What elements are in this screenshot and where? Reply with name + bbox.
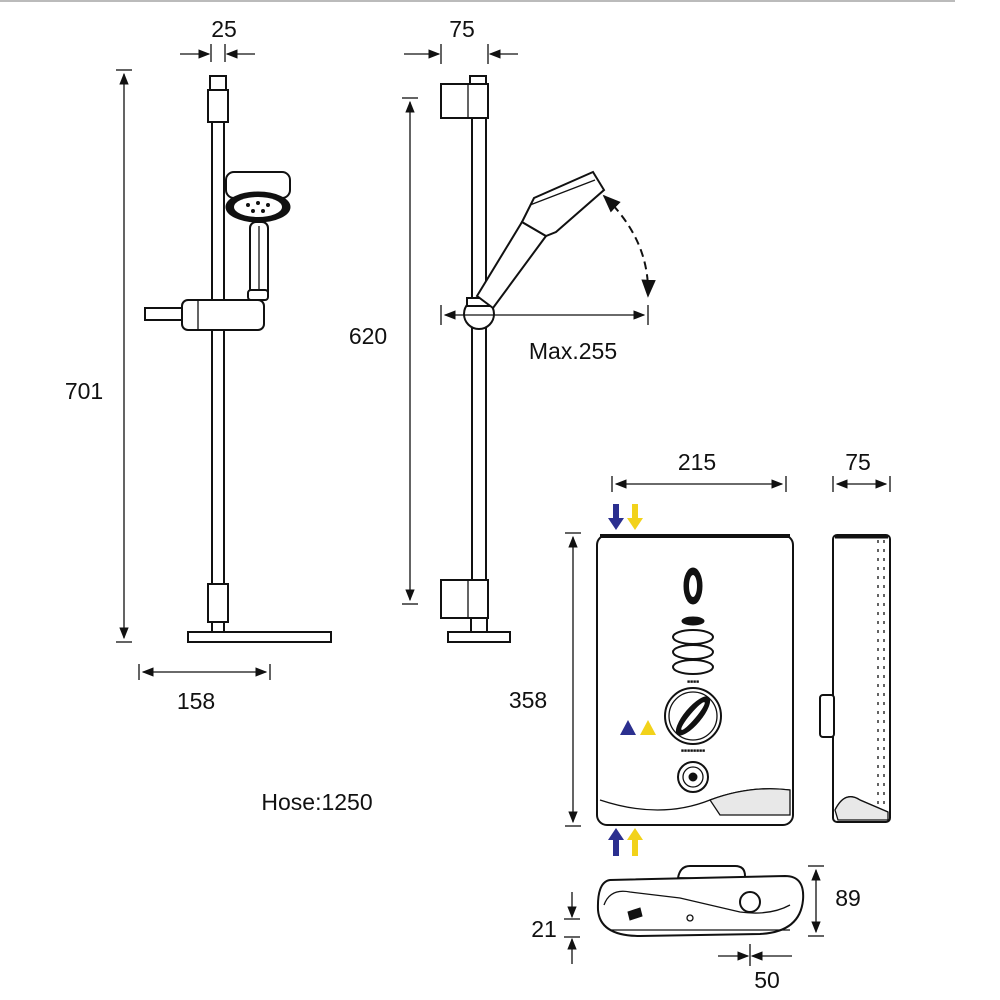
dim-bracket-span: 620 [349,97,418,605]
label-bracket-span: 620 [349,323,387,349]
label-bottom-inlet: 21 [531,916,557,942]
hot-up-arrow-icon [627,828,643,856]
dim-unit-width: 215 [611,449,787,492]
dim-bottom-depth: 89 [808,865,861,937]
shower-unit-front-view: ■■■■ ■■■■■■■■ [596,534,794,826]
swing-arc [602,194,656,298]
dim-rail-width: 25 [180,16,255,62]
cold-indicator-icon [620,720,636,735]
label-unit-height: 358 [509,687,547,713]
label-rail-height: 701 [65,378,103,404]
dim-bottom-offset: 50 [718,944,792,993]
hot-down-arrow-icon [627,504,643,530]
dim-base-width: 158 [138,664,271,714]
svg-text:■■■■: ■■■■ [687,679,699,685]
shower-unit-side-view [819,534,891,823]
bottom-inlet-arrows [608,828,643,856]
svg-text:■■■■■■■■: ■■■■■■■■ [681,748,705,754]
label-rail-depth: 75 [449,16,475,42]
cold-up-arrow-icon [608,828,624,856]
dim-unit-depth: 75 [832,449,891,492]
label-bottom-depth: 89 [835,885,861,911]
dim-unit-height: 358 [509,532,581,827]
hot-indicator-icon [640,720,656,735]
top-inlet-arrows [608,504,643,530]
dim-arm-reach: Max.255 [440,305,649,364]
riser-rail-side-view [440,75,606,643]
label-bottom-offset: 50 [754,967,780,993]
dim-bottom-inlet: 21 [531,892,580,964]
cold-down-arrow-icon [608,504,624,530]
label-arm-reach: Max.255 [529,338,617,364]
dim-rail-depth: 75 [404,16,518,64]
dim-rail-height: 701 [65,69,132,643]
label-hose-length: Hose:1250 [261,789,372,815]
label-base-width: 158 [177,688,215,714]
label-unit-depth: 75 [845,449,871,475]
label-unit-width: 215 [678,449,716,475]
riser-rail-front-view [144,75,332,643]
label-rail-width: 25 [211,16,237,42]
shower-unit-bottom-view [596,865,805,938]
